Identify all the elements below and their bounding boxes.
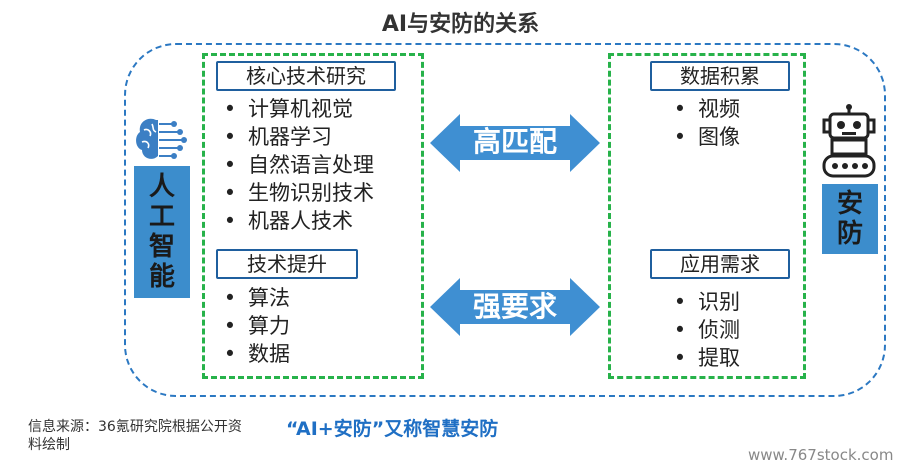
- list-item: •侦测: [673, 318, 740, 342]
- list-item: •算法: [223, 286, 290, 310]
- tech-improve-label: 技术提升: [216, 249, 358, 279]
- list-item: •生物识别技术: [223, 181, 374, 205]
- application-demand-list: •识别 •侦测 •提取: [662, 288, 740, 372]
- list-item: •计算机视觉: [223, 97, 353, 121]
- data-accumulation-label: 数据积累: [650, 61, 790, 91]
- high-match-label: 高匹配: [472, 125, 557, 158]
- list-item: •图像: [673, 125, 740, 149]
- outer-boundary: [124, 43, 886, 397]
- tech-improve-list: •算法 •算力 •数据: [212, 284, 290, 368]
- application-demand-label: 应用需求: [650, 249, 790, 279]
- strong-demand-label: 强要求: [472, 290, 557, 323]
- list-item: •提取: [673, 346, 740, 370]
- ai-vertical-label: 人 工 智 能: [134, 166, 190, 298]
- core-tech-label: 核心技术研究: [216, 61, 396, 91]
- diagram-title: AI与安防的关系: [381, 12, 540, 37]
- robot-icon: [818, 104, 880, 180]
- list-item: •算力: [223, 314, 290, 338]
- list-item: •机器人技术: [223, 209, 353, 233]
- list-item: •识别: [673, 290, 740, 314]
- caption: “AI+安防”又称智慧安防: [286, 418, 499, 440]
- data-accumulation-list: •视频 •图像: [662, 95, 740, 151]
- list-item: •机器学习: [223, 125, 332, 149]
- security-vertical-label: 安 防: [822, 184, 878, 254]
- list-item: •数据: [223, 342, 290, 366]
- brain-circuit-icon: [132, 112, 190, 164]
- core-tech-list: •计算机视觉 •机器学习 •自然语言处理 •生物识别技术 •机器人技术: [212, 95, 374, 235]
- source-note: 信息来源：36氪研究院根据公开资料绘制: [28, 419, 242, 453]
- list-item: •视频: [673, 97, 740, 121]
- watermark: www.767stock.com: [748, 446, 894, 464]
- list-item: •自然语言处理: [223, 153, 374, 177]
- double-arrow-bottom: [430, 278, 600, 336]
- security-panel: [608, 53, 806, 379]
- ai-tech-panel: [202, 53, 424, 379]
- double-arrow-top: [430, 114, 600, 172]
